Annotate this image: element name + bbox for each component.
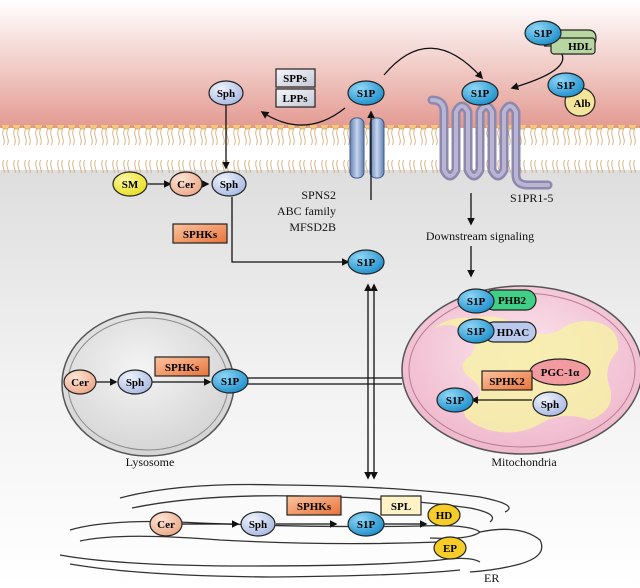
svg-text:HD: HD bbox=[436, 510, 453, 522]
svg-text:SPHKs: SPHKs bbox=[165, 362, 200, 374]
plasma-membrane bbox=[0, 125, 640, 173]
svg-text:S1P: S1P bbox=[557, 80, 576, 92]
s1p-extracellular-left: S1P bbox=[347, 80, 385, 106]
svg-text:Sph: Sph bbox=[217, 88, 235, 100]
svg-text:Alb: Alb bbox=[573, 98, 590, 110]
receptor-label: S1PR1-5 bbox=[510, 191, 553, 205]
svg-text:S1P: S1P bbox=[467, 296, 486, 308]
svg-text:EP: EP bbox=[443, 543, 457, 555]
svg-text:PGC-1α: PGC-1α bbox=[541, 367, 580, 379]
spl-box: SPL bbox=[380, 495, 422, 516]
svg-text:S1P: S1P bbox=[467, 326, 486, 338]
svg-text:SPHKs: SPHKs bbox=[297, 501, 332, 513]
s1p-hdl-complex: HDL S1P bbox=[524, 20, 597, 55]
svg-text:S1P: S1P bbox=[534, 28, 553, 40]
lysosome-label: Lysosome bbox=[126, 455, 175, 469]
sphks-box-cytoplasm: SPHKs bbox=[172, 223, 228, 244]
sphks-box-er: SPHKs bbox=[286, 495, 342, 516]
svg-text:HDL: HDL bbox=[568, 41, 592, 53]
sph-mitochondria: Sph bbox=[532, 391, 568, 417]
svg-text:Sph: Sph bbox=[220, 179, 238, 191]
sph-extracellular: Sph bbox=[208, 80, 244, 106]
pgc1a-molecule: PGC-1α bbox=[529, 358, 591, 386]
svg-text:Cer: Cer bbox=[177, 179, 195, 191]
spps-box: SPPs bbox=[275, 68, 316, 88]
svg-text:S1P: S1P bbox=[357, 519, 376, 531]
sphks-box-lysosome: SPHKs bbox=[154, 356, 210, 377]
svg-text:HDAC: HDAC bbox=[497, 327, 529, 339]
sph-er: Sph bbox=[240, 511, 276, 537]
svg-text:Sph: Sph bbox=[249, 519, 267, 531]
er-label: ER bbox=[484, 571, 499, 585]
transporter-label-abc: ABC family bbox=[277, 204, 336, 218]
svg-text:SPL: SPL bbox=[391, 501, 411, 513]
s1p-alb-complex: Alb S1P bbox=[547, 72, 596, 117]
transporter-label-spns2: SPNS2 bbox=[301, 188, 336, 202]
hd-molecule: HD bbox=[427, 503, 461, 527]
extracellular-space bbox=[0, 0, 640, 128]
svg-text:S1P: S1P bbox=[357, 88, 376, 100]
transporter-label-mfsd2b: MFSD2B bbox=[289, 220, 336, 234]
mitochondria bbox=[401, 285, 640, 455]
sph-lysosome: Sph bbox=[117, 369, 153, 395]
arrows bbox=[96, 47, 564, 528]
sphk2-box: SPHK2 bbox=[481, 370, 533, 391]
svg-text:SM: SM bbox=[122, 179, 139, 191]
s1p-er: S1P bbox=[347, 511, 385, 537]
svg-text:SPHKs: SPHKs bbox=[183, 229, 218, 241]
s1p-cytoplasm: S1P bbox=[347, 249, 385, 275]
ep-molecule: EP bbox=[433, 536, 467, 560]
transporter-channel bbox=[349, 117, 385, 179]
cer-er: Cer bbox=[149, 511, 183, 537]
svg-text:S1P: S1P bbox=[446, 395, 465, 407]
svg-text:Cer: Cer bbox=[71, 377, 89, 389]
svg-text:LPPs: LPPs bbox=[282, 93, 308, 105]
sm-molecule: SM bbox=[112, 171, 148, 197]
s1p-extracellular-right: S1P bbox=[461, 80, 499, 106]
svg-text:S1P: S1P bbox=[471, 88, 490, 100]
svg-text:PHB2: PHB2 bbox=[498, 295, 527, 307]
svg-text:Cer: Cer bbox=[157, 519, 175, 531]
s1p-phb2-complex: PHB2 S1P bbox=[457, 288, 537, 314]
sph-membrane: Sph bbox=[211, 171, 247, 197]
downstream-signaling-label: Downstream signaling bbox=[426, 229, 534, 243]
svg-text:S1P: S1P bbox=[221, 376, 240, 388]
svg-text:S1P: S1P bbox=[357, 257, 376, 269]
svg-text:SPPs: SPPs bbox=[283, 73, 308, 85]
cer-lysosome: Cer bbox=[63, 369, 97, 395]
svg-text:Sph: Sph bbox=[126, 377, 144, 389]
s1p-lysosome: S1P bbox=[211, 368, 249, 394]
s1p-hdac-complex: HDAC S1P bbox=[457, 318, 537, 344]
lpps-box: LPPs bbox=[275, 88, 316, 108]
cer-membrane: Cer bbox=[169, 171, 203, 197]
mitochondria-label: Mitochondria bbox=[491, 455, 557, 469]
svg-text:SPHK2: SPHK2 bbox=[489, 376, 525, 388]
s1p-mitochondria: S1P bbox=[436, 387, 474, 413]
svg-text:Sph: Sph bbox=[541, 399, 559, 411]
